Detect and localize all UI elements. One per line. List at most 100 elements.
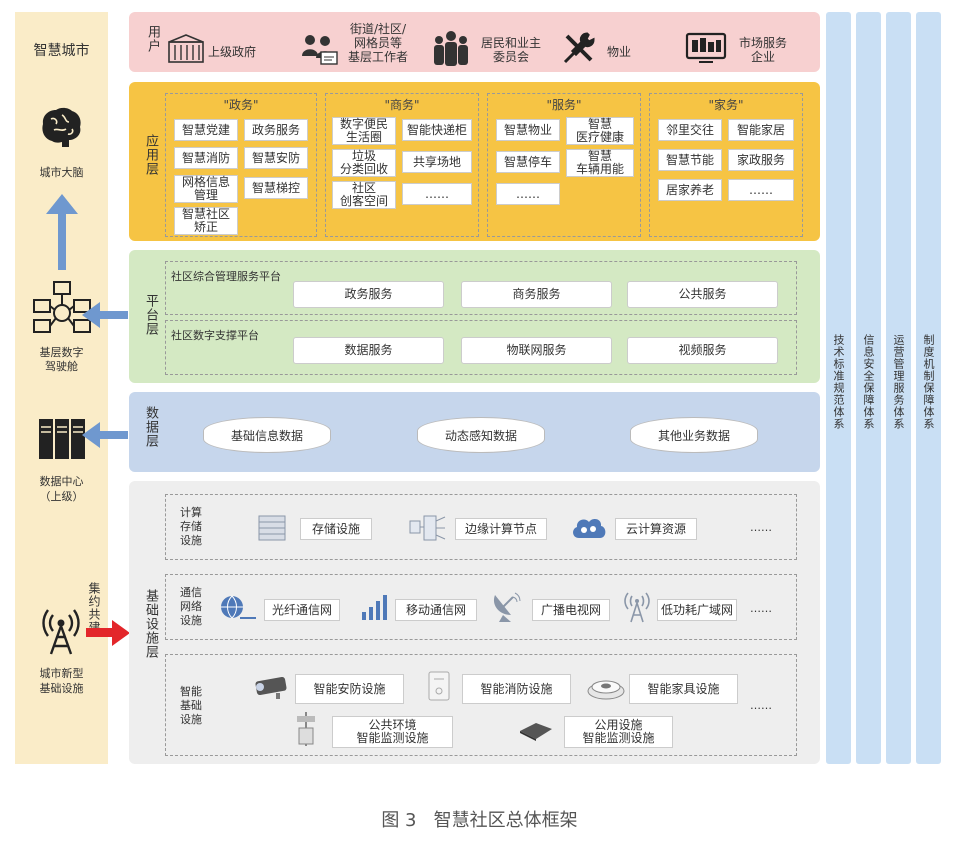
infra-item[interactable]: 光纤通信网	[264, 599, 340, 621]
app-item[interactable]: 智慧物业	[496, 119, 560, 141]
infra-item[interactable]: 公共环境 智能监测设施	[332, 716, 453, 748]
app-group-household: "家务" 邻里交往 智能家居 智慧节能 家政服务 居家养老 ……	[649, 93, 803, 237]
app-item[interactable]: 智慧安防	[244, 147, 308, 169]
app-item[interactable]: 垃圾 分类回收	[332, 149, 396, 177]
enterprise-icon	[685, 32, 727, 63]
app-item[interactable]: 居家养老	[658, 179, 722, 201]
infra-item[interactable]: 智能消防设施	[462, 674, 571, 704]
app-item[interactable]: 智慧 车辆用能	[566, 149, 634, 177]
system-label: 技术标准规范体系	[832, 334, 845, 430]
infra-label: 城市新型 基础设施	[39, 667, 84, 695]
build-arrow	[86, 620, 130, 646]
cloud-icon	[573, 518, 606, 538]
app-group-title: "商务"	[384, 98, 420, 112]
system-column: 运营管理服务体系	[886, 12, 911, 764]
brain-label: 城市大脑	[39, 166, 84, 179]
infra-more: ……	[750, 699, 772, 712]
server-icon	[258, 515, 286, 541]
app-item[interactable]: 智慧党建	[174, 119, 238, 141]
datacenter-arrow	[82, 422, 128, 448]
infra-row-network: 通信 网络 设施 光纤通信网 移动通信网 广播电视网 低功耗广域网 ……	[165, 574, 797, 640]
infra-item[interactable]: 智能家具设施	[629, 674, 738, 704]
cockpit-label: 基层数字 驾驶舱	[39, 346, 84, 373]
system-label: 信息安全保障体系	[862, 334, 875, 430]
datacenter-label: 数据中心 （上级）	[39, 475, 84, 503]
left-panel: 智慧城市 城市大脑 基层数字 驾驶舱 数据中心 （上级）	[15, 12, 108, 764]
infra-item[interactable]: 低功耗广域网	[657, 599, 737, 621]
infra-item[interactable]: 移动通信网	[395, 599, 477, 621]
infra-item[interactable]: 云计算资源	[615, 518, 697, 540]
up-arrow-head	[46, 194, 78, 214]
infra-item[interactable]: 公用设施 智能监测设施	[564, 716, 673, 748]
app-item[interactable]: 数字便民 生活圈	[332, 117, 396, 145]
app-item[interactable]: 智能快递柜	[402, 119, 472, 141]
infra-more: ……	[750, 602, 772, 615]
app-item[interactable]: 政务服务	[244, 119, 308, 141]
datacenter-icon	[39, 419, 85, 459]
government-building-icon	[168, 34, 204, 63]
antenna-icon	[624, 592, 650, 623]
left-panel-title: 智慧城市	[33, 43, 90, 59]
app-item[interactable]: 智能家居	[728, 119, 794, 141]
globe-icon	[221, 595, 256, 619]
data-layer: 数据层 基础信息数据 动态感知数据 其他业务数据	[129, 392, 820, 472]
platform-service[interactable]: 视频服务	[627, 337, 778, 364]
data-store[interactable]: 基础信息数据	[203, 417, 331, 453]
app-group-title: "服务"	[546, 98, 582, 112]
infra-row-compute: 计算 存储 设施 存储设施 边缘计算节点 云计算资源 ……	[165, 494, 797, 560]
app-item[interactable]: 智慧社区 矫正	[174, 207, 238, 235]
cockpit-icon	[33, 281, 91, 333]
platform-service[interactable]: 物联网服务	[461, 337, 612, 364]
infra-row-title: 计算 存储 设施	[180, 506, 202, 547]
app-item[interactable]: 家政服务	[728, 149, 794, 171]
app-item[interactable]: 共享场地	[402, 151, 472, 173]
figure-caption: 图 3 智慧社区总体框架	[381, 810, 578, 831]
platform-service[interactable]: 数据服务	[293, 337, 444, 364]
infra-item[interactable]: 边缘计算节点	[455, 518, 547, 540]
data-store[interactable]: 其他业务数据	[630, 417, 758, 453]
infra-item[interactable]: 存储设施	[300, 518, 372, 540]
platform-service[interactable]: 商务服务	[461, 281, 612, 308]
app-item[interactable]: 智慧节能	[658, 149, 722, 171]
edge-node-icon	[409, 515, 446, 541]
user-label-residents: 居民和业主 委员会	[480, 36, 541, 64]
app-group-service: "服务" 智慧物业 智慧 医疗健康 智慧停车 智慧 车辆用能 ……	[487, 93, 641, 237]
app-item[interactable]: 网格信息 管理	[174, 175, 238, 203]
app-item[interactable]: 智慧消防	[174, 147, 238, 169]
infra-row-title: 智能 基础 设施	[180, 685, 202, 726]
infra-more: ……	[750, 521, 772, 534]
build-label: 集约共建	[87, 582, 101, 634]
smoke-detector-icon	[428, 671, 450, 701]
platform-service[interactable]: 公共服务	[627, 281, 778, 308]
app-group-business: "商务" 数字便民 生活圈 智能快递柜 垃圾 分类回收 共享场地 社区 创客空间…	[325, 93, 479, 237]
app-item[interactable]: 社区 创客空间	[332, 181, 396, 209]
app-group-title: "家务"	[708, 98, 744, 112]
infra-item[interactable]: 广播电视网	[532, 599, 610, 621]
up-arrow-shaft	[58, 210, 66, 270]
infra-item[interactable]: 智能安防设施	[295, 674, 404, 704]
app-group-government: "政务" 智慧党建 政务服务 智慧消防 智慧安防 网格信息 管理 智慧梯控 智慧…	[165, 93, 317, 237]
camera-icon	[255, 676, 287, 699]
app-item[interactable]: 智慧梯控	[244, 177, 308, 199]
app-item[interactable]: 智慧 医疗健康	[566, 117, 634, 145]
app-item[interactable]: ……	[496, 183, 560, 205]
user-label-property: 物业	[607, 45, 632, 59]
app-item[interactable]: ……	[728, 179, 794, 201]
app-layer-label: 应用层	[143, 134, 158, 176]
app-item[interactable]: 智慧停车	[496, 151, 560, 173]
user-label-gov: 上级政府	[208, 45, 257, 59]
platform-row-support: 社区数字支撑平台 数据服务 物联网服务 视频服务	[165, 320, 797, 375]
platform-service[interactable]: 政务服务	[293, 281, 444, 308]
infra-layer: 基础设施层 计算 存储 设施 存储设施 边缘计算节点 云计算资源 …… 通信 网…	[129, 481, 820, 764]
platform-row-management: 社区综合管理服务平台 政务服务 商务服务 公共服务	[165, 261, 797, 315]
infra-layer-label: 基础设施层	[143, 589, 158, 659]
infra-row-smart: 智能 基础 设施 智能安防设施 智能消防设施 智能家具设施 公共环境 智能监测设…	[165, 654, 797, 756]
data-store[interactable]: 动态感知数据	[417, 417, 545, 453]
app-item[interactable]: 邻里交往	[658, 119, 722, 141]
platform-row-title: 社区综合管理服务平台	[171, 270, 281, 283]
brain-icon	[42, 107, 81, 147]
app-item[interactable]: ……	[402, 183, 472, 205]
satellite-dish-icon	[493, 592, 521, 622]
system-column: 信息安全保障体系	[856, 12, 881, 764]
cockpit-arrow	[82, 302, 128, 328]
